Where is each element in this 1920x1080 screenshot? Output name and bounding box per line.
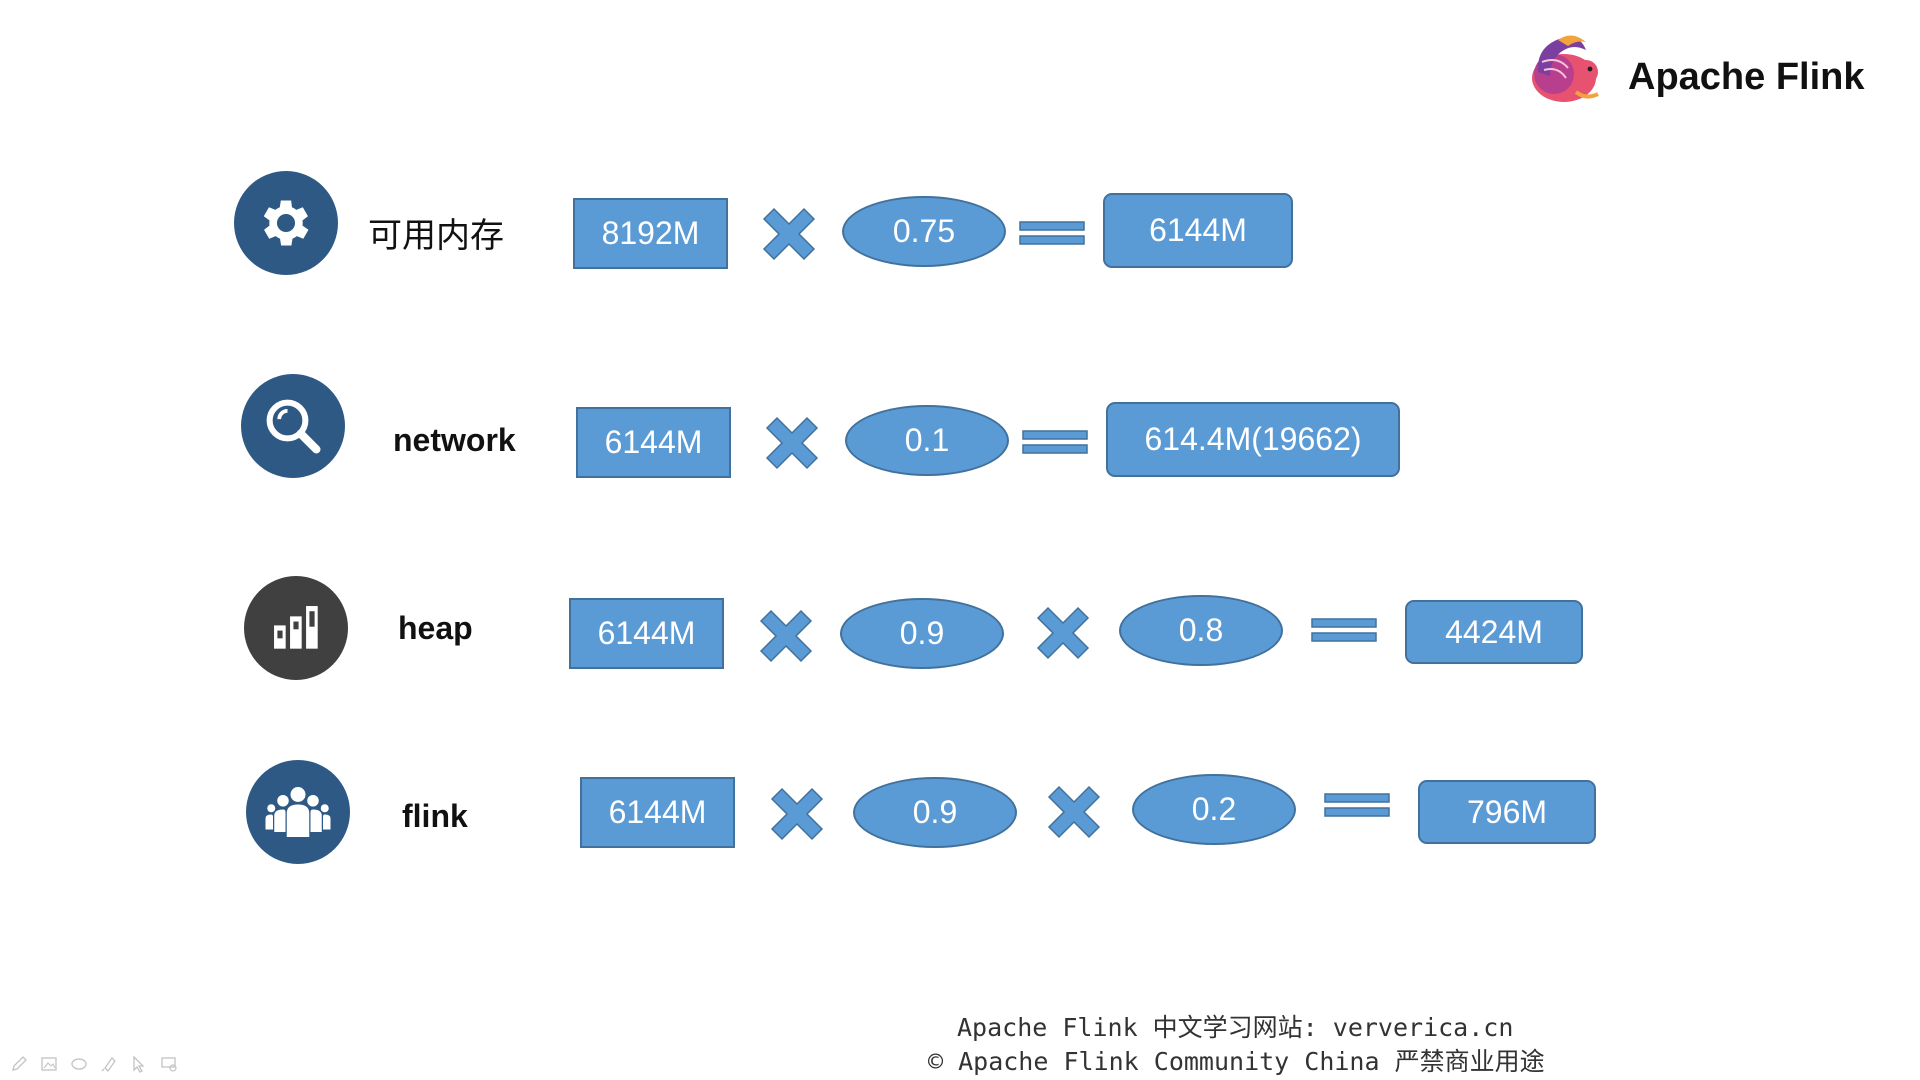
gear-icon: [234, 171, 338, 275]
pointer-icon[interactable]: [130, 1055, 148, 1073]
operand-box: 6144M: [569, 598, 724, 669]
multiply-icon: [765, 416, 819, 470]
factor-ellipse: 0.1: [845, 405, 1009, 476]
equals-icon: [1022, 430, 1088, 454]
equals-icon: [1324, 793, 1390, 817]
slide-toolbar: [10, 1055, 178, 1073]
row-label-network: network: [393, 422, 516, 458]
factor-ellipse: 0.2: [1132, 774, 1296, 845]
apache-flink-logo: Apache Flink: [1528, 26, 1868, 116]
result-box: 6144M: [1103, 193, 1293, 268]
factor-ellipse: 0.9: [853, 777, 1017, 848]
highlighter-icon[interactable]: [100, 1055, 118, 1073]
equals-icon: [1311, 618, 1377, 642]
row-label-memory: 可用内存: [368, 216, 504, 256]
multiply-icon: [759, 609, 813, 663]
result-box: 796M: [1418, 780, 1596, 844]
people-icon: [246, 760, 350, 864]
flink-squirrel-logo-icon: [1532, 35, 1599, 102]
search-icon: [241, 374, 345, 478]
row-label-heap: heap: [398, 610, 473, 646]
operand-box: 6144M: [580, 777, 735, 848]
factor-ellipse: 0.9: [840, 598, 1004, 669]
row-label-flink: flink: [402, 798, 468, 834]
multiply-icon: [1047, 785, 1101, 839]
equals-icon: [1019, 221, 1085, 245]
bar-chart-icon: [244, 576, 348, 680]
operand-box: 6144M: [576, 407, 731, 478]
multiply-icon: [762, 207, 816, 261]
brand-name: Apache Flink: [1628, 56, 1865, 98]
factor-ellipse: 0.75: [842, 196, 1006, 267]
multiply-icon: [770, 787, 824, 841]
footer-website: Apache Flink 中文学习网站: ververica.cn: [957, 1013, 1514, 1042]
screen-icon[interactable]: [160, 1055, 178, 1073]
result-box: 4424M: [1405, 600, 1583, 664]
multiply-icon: [1036, 606, 1090, 660]
pen-icon[interactable]: [10, 1055, 28, 1073]
footer-copyright: © Apache Flink Community China 严禁商业用途: [928, 1047, 1545, 1076]
eraser-icon[interactable]: [70, 1055, 88, 1073]
factor-ellipse: 0.8: [1119, 595, 1283, 666]
operand-box: 8192M: [573, 198, 728, 269]
image-icon[interactable]: [40, 1055, 58, 1073]
result-box: 614.4M(19662): [1106, 402, 1400, 477]
